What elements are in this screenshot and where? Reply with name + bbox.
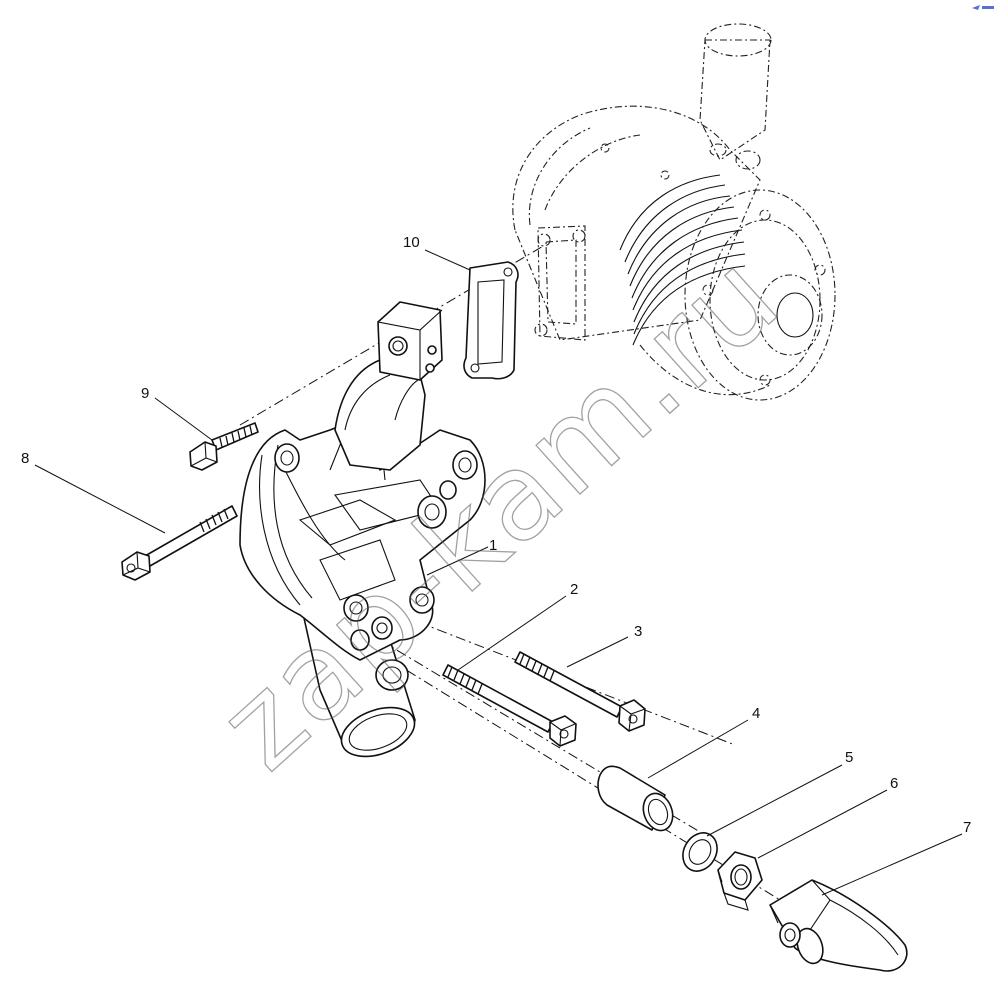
callout-9: 9 (141, 385, 149, 402)
leader-3 (566, 636, 629, 668)
leader-9 (154, 397, 213, 441)
part-1-housing (239, 301, 486, 758)
part-7-drain-cock (769, 879, 908, 972)
part-5-washer (682, 832, 718, 872)
part-4-sleeve (597, 765, 674, 832)
leader-4 (647, 719, 749, 779)
callout-numbers: 10 9 8 1 2 3 4 5 6 7 (21, 234, 971, 836)
corner-logo-mark (972, 5, 994, 10)
pump-pulley-grooves (619, 174, 746, 346)
part-10-gasket (463, 261, 519, 380)
leader-10 (424, 249, 471, 271)
leader-5 (706, 764, 843, 837)
part-8-bolt (121, 505, 238, 581)
callout-7: 7 (963, 819, 971, 836)
part-6-nut (717, 851, 763, 911)
callout-5: 5 (845, 749, 853, 766)
leader-8 (34, 464, 166, 534)
leader-1 (426, 546, 489, 576)
leader-lines (34, 249, 963, 896)
callout-2: 2 (570, 581, 578, 598)
callout-4: 4 (752, 705, 760, 722)
part-2-bolt (442, 664, 577, 747)
callout-8: 8 (21, 450, 29, 467)
water-pump-phantom (512, 23, 836, 401)
callout-3: 3 (634, 623, 642, 640)
leader-2 (457, 595, 567, 671)
axis-line-bolt2 (379, 639, 701, 833)
callout-6: 6 (890, 775, 898, 792)
leader-7 (821, 833, 963, 896)
callout-1: 1 (489, 537, 497, 554)
callout-10: 10 (403, 234, 420, 251)
part-9-bolt (189, 422, 259, 471)
leader-6 (757, 789, 888, 859)
part-3-bolt (514, 651, 646, 732)
axis-line-plug (389, 659, 781, 901)
